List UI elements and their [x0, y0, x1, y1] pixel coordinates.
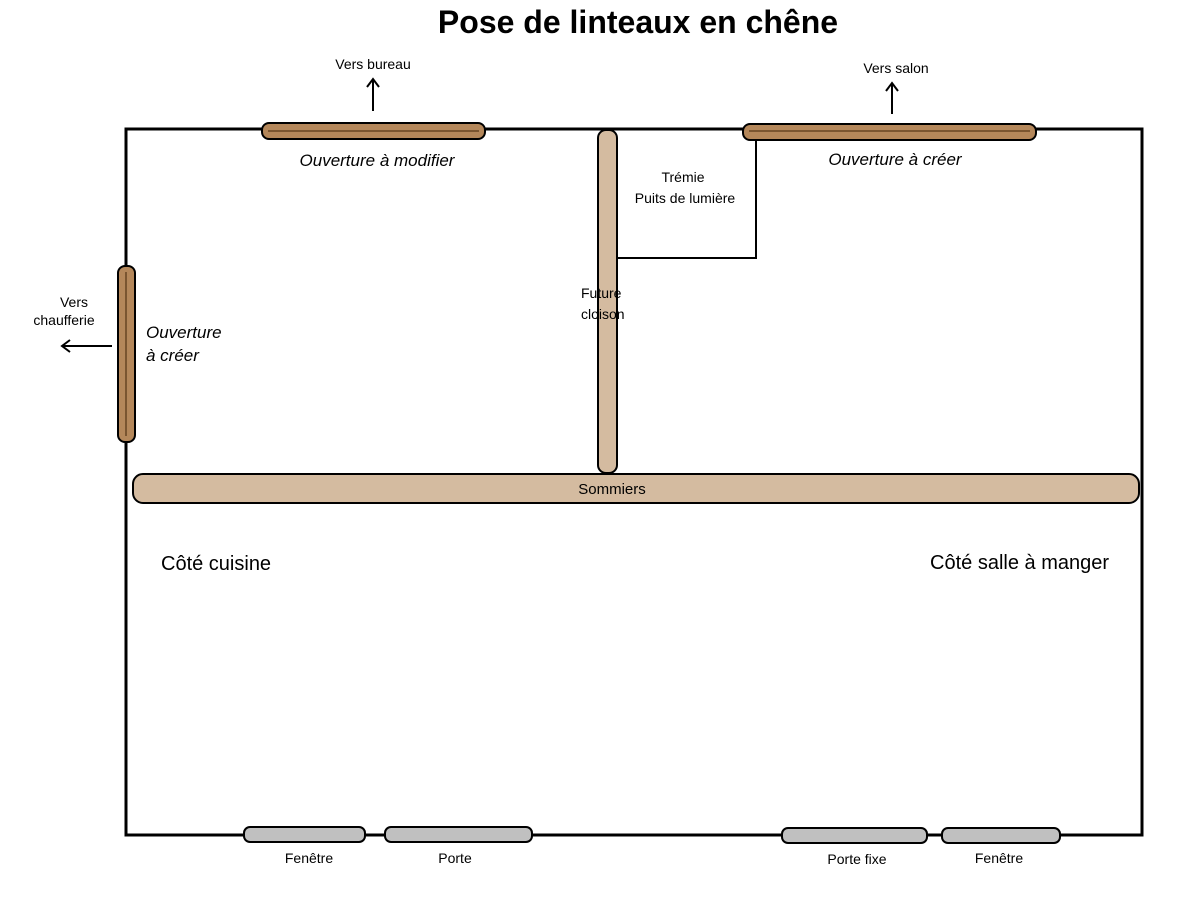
- label-vers-bureau: Vers bureau: [335, 56, 411, 72]
- label-ouverture-creer-left: Ouverture: [146, 323, 222, 342]
- label-porte: Porte: [438, 850, 472, 866]
- label-ouverture-creer-top: Ouverture à créer: [828, 150, 963, 169]
- sommiers-beam: [132, 473, 1140, 504]
- label-porte-fixe: Porte fixe: [827, 851, 886, 867]
- label-tremie: Puits de lumière: [635, 190, 736, 206]
- page-title: Pose de linteaux en chêne: [437, 4, 839, 40]
- label-fenetre-right: Fenêtre: [975, 850, 1023, 866]
- label-future-cloison: Future: [581, 285, 622, 301]
- exterior-wall: [124, 127, 1144, 837]
- opening-porte: [384, 826, 533, 843]
- label-tremie: Trémie: [661, 169, 704, 185]
- arrow-left-icon: [60, 339, 112, 353]
- opening-porte-fixe: [781, 827, 928, 844]
- arrow-up-icon: [885, 81, 899, 114]
- label-sommiers: Sommiers: [578, 481, 646, 498]
- arrow-up-icon: [366, 77, 380, 111]
- label-cote-cuisine: Côté cuisine: [161, 553, 271, 575]
- opening-fenetre-left: [243, 826, 366, 843]
- label-vers-chaufferie: chaufferie: [33, 312, 94, 328]
- label-future-cloison: cloison: [581, 306, 625, 322]
- future-cloison: [597, 129, 618, 474]
- label-vers-chaufferie: Vers: [60, 294, 88, 310]
- label-ouverture-creer-left: à créer: [146, 346, 200, 365]
- label-vers-salon: Vers salon: [863, 60, 928, 76]
- label-ouverture-modifier: Ouverture à modifier: [300, 151, 456, 170]
- label-cote-salle-a-manger: Côté salle à manger: [930, 552, 1109, 574]
- label-fenetre-left: Fenêtre: [285, 850, 333, 866]
- tremie-outline: [618, 141, 757, 259]
- opening-fenetre-right: [941, 827, 1061, 844]
